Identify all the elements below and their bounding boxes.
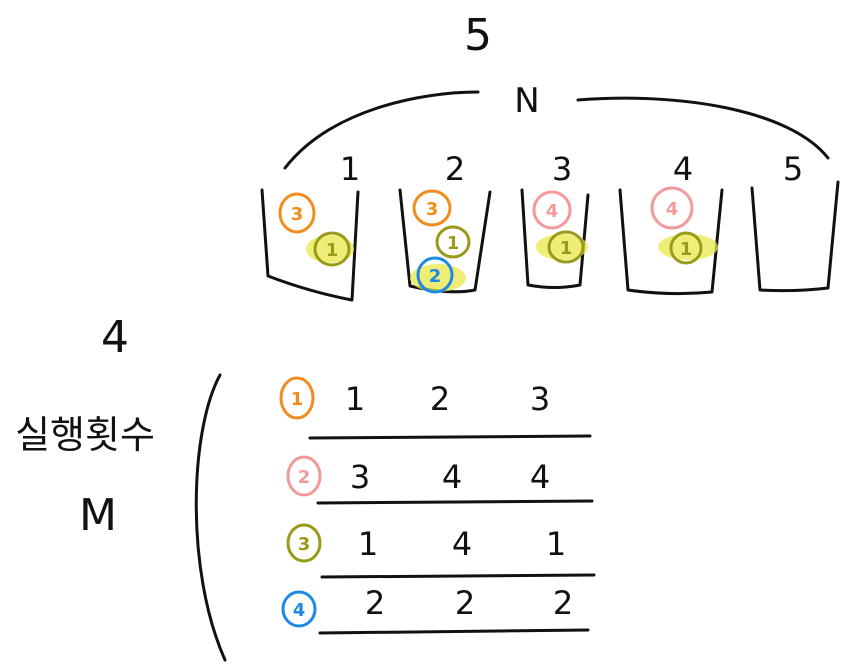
svg-text:3: 3 [291,204,304,225]
op-4-value-2: 2 [455,584,475,622]
row-separator-2 [316,499,594,505]
ball-basket-3-b: 1 [547,230,585,264]
row-separator-1 [308,434,592,440]
m-bracket [194,373,227,662]
op-1-value-1: 1 [345,380,365,418]
svg-text:3: 3 [426,199,439,220]
ball-basket-4-a: 4 [650,186,694,230]
ball-basket-1-a: 3 [278,192,316,234]
ball-basket-3-a: 4 [532,190,572,230]
op-1-value-2: 2 [430,380,450,418]
op-2-value-3: 4 [530,458,550,496]
op-3-value-2: 4 [452,525,472,563]
basket-label-1: 1 [340,150,360,188]
ball-basket-2-b: 1 [435,225,471,259]
svg-text:1: 1 [291,389,304,410]
svg-text:4: 4 [293,600,306,621]
basket-label-4: 4 [673,150,693,188]
svg-text:2: 2 [298,467,311,488]
op-step-1: 1 [279,376,315,420]
basket-4 [618,188,724,296]
row-separator-4 [318,628,590,635]
basket-label-2: 2 [445,150,465,188]
basket-5 [750,180,840,293]
ball-basket-1-b: 1 [313,231,351,267]
m-count: 4 [101,312,129,363]
svg-text:1: 1 [326,240,339,261]
svg-text:1: 1 [560,238,573,259]
ball-basket-2-c: 2 [416,256,454,294]
m-caption: 실행횟수 [15,413,155,457]
row-separator-3 [320,573,596,579]
op-step-2: 2 [286,455,322,497]
basket-label-3: 3 [552,150,572,188]
svg-text:4: 4 [666,199,679,220]
svg-text:3: 3 [298,534,311,555]
n-brace-left [283,90,480,170]
m-label: M [79,490,117,541]
op-step-4: 4 [281,590,317,628]
op-step-3: 3 [286,523,322,563]
n-brace-right [576,96,830,160]
op-4-value-3: 2 [553,584,573,622]
basket-3 [520,188,590,289]
top-count: 5 [464,10,492,61]
svg-text:4: 4 [546,201,559,222]
svg-text:2: 2 [429,266,442,287]
ball-basket-4-b: 1 [669,231,703,265]
op-2-value-1: 3 [350,458,370,496]
op-3-value-1: 1 [358,525,378,563]
ball-basket-2-a: 3 [412,189,452,227]
op-2-value-2: 4 [442,458,462,496]
op-3-value-3: 1 [546,525,566,563]
svg-text:1: 1 [680,239,693,260]
n-label: N [514,81,539,121]
op-1-value-3: 3 [530,380,550,418]
basket-1 [260,188,360,302]
svg-text:1: 1 [447,233,460,254]
basket-2 [398,188,492,294]
basket-label-5: 5 [783,150,803,188]
op-4-value-1: 2 [365,584,385,622]
